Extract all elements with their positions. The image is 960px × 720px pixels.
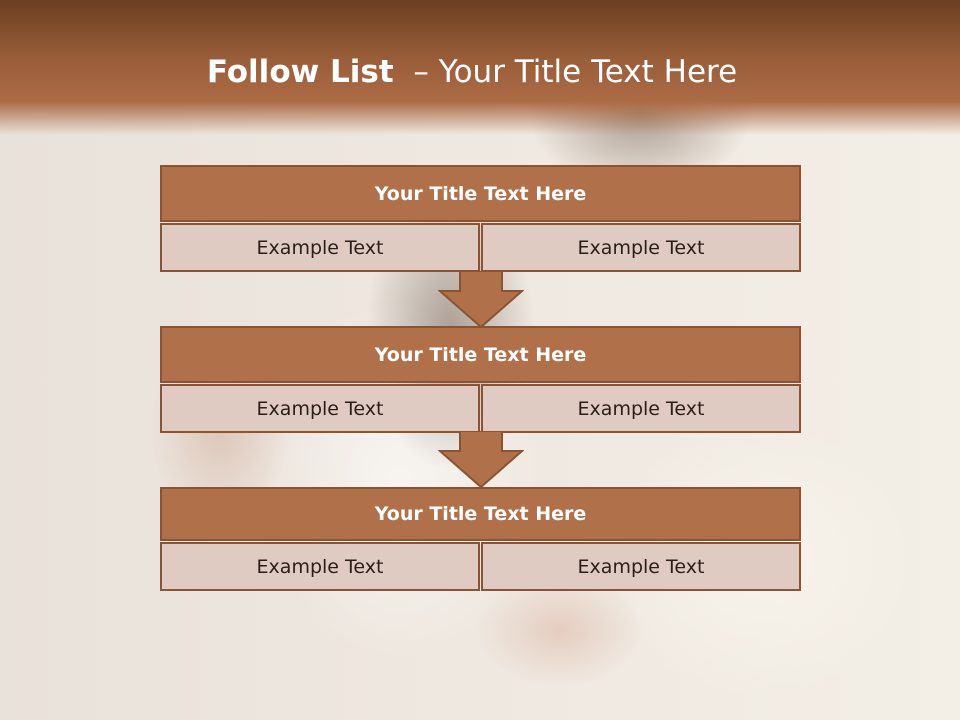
block-title: Your Title Text Here: [160, 487, 801, 541]
slide-title-bold: Follow List: [206, 54, 394, 90]
block-cell-left: Example Text: [160, 542, 480, 591]
list-block-1: Your Title Text Here Example Text Exampl…: [160, 165, 801, 272]
list-block-2: Your Title Text Here Example Text Exampl…: [160, 326, 801, 433]
slide-title: Follow List – Your Title Text Here: [0, 54, 944, 90]
down-arrow-icon: [438, 431, 524, 489]
block-cell-right: Example Text: [481, 542, 801, 591]
block-cell-right: Example Text: [481, 223, 801, 272]
block-row: Example Text Example Text: [160, 223, 801, 272]
block-row: Example Text Example Text: [160, 542, 801, 591]
block-cell-right: Example Text: [481, 384, 801, 433]
list-block-3: Your Title Text Here Example Text Exampl…: [160, 487, 801, 591]
slide-title-rest: – Your Title Text Here: [393, 54, 738, 90]
header-band: [0, 0, 960, 135]
block-title: Your Title Text Here: [160, 326, 801, 383]
block-title: Your Title Text Here: [160, 165, 801, 222]
block-cell-left: Example Text: [160, 384, 480, 433]
block-row: Example Text Example Text: [160, 384, 801, 433]
down-arrow-icon: [438, 271, 524, 329]
block-cell-left: Example Text: [160, 223, 480, 272]
